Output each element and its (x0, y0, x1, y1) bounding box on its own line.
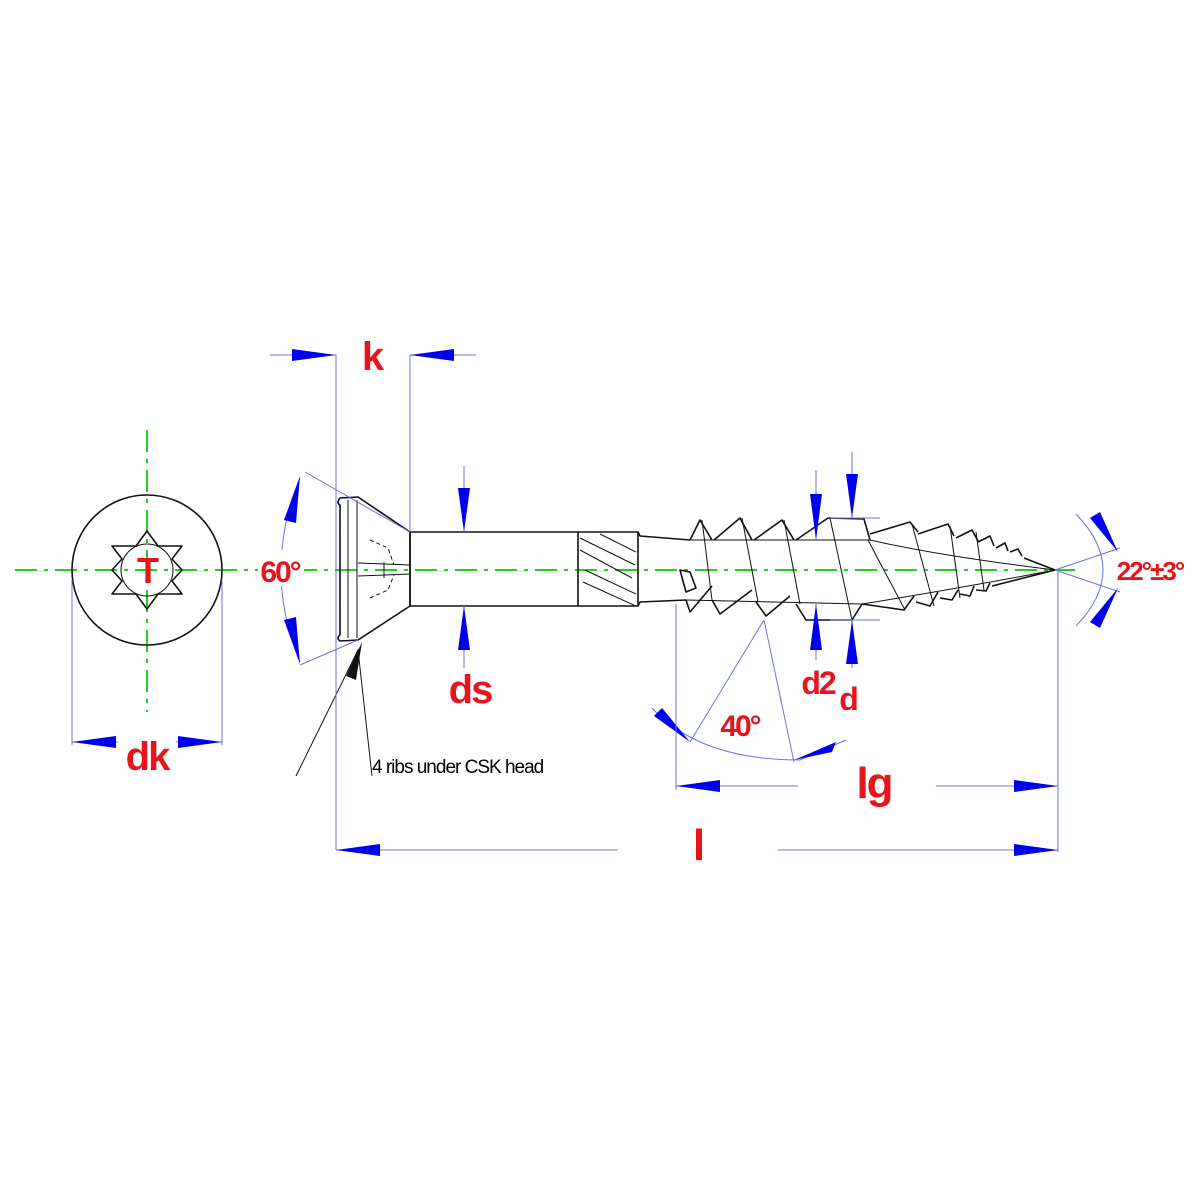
angle-60-label: 60° (260, 556, 300, 589)
dimension-dk: dk (71, 580, 223, 779)
dk-label: dk (126, 735, 171, 779)
cutter-section (578, 531, 691, 607)
ribs-arrow (346, 642, 362, 680)
lg-label: lg (856, 759, 891, 808)
dimension-d: d (830, 452, 880, 717)
dimension-lg: lg (675, 572, 1059, 852)
center-lines (15, 430, 1075, 712)
d-arrow-bottom (846, 620, 858, 664)
lg-arrow-right (1014, 780, 1058, 792)
d-arrow-top (846, 474, 858, 518)
dimension-ds: ds (449, 466, 494, 712)
angle-60-arrow-top (284, 476, 300, 523)
angle-22-arrow-bottom (1090, 588, 1118, 628)
d-label: d (839, 681, 857, 717)
torx-drive-recess (111, 530, 183, 610)
angle-22-arrow-top (1090, 512, 1118, 552)
dk-arrow-left (72, 736, 116, 748)
l-arrow-right (1014, 844, 1058, 856)
dimension-head-angle: 60° (258, 471, 411, 666)
d2-arrow-top (810, 494, 822, 540)
end-view: T (71, 494, 223, 646)
ribs-callout: 4 ribs under CSK head (295, 642, 545, 778)
d2-label: d2 (801, 665, 836, 701)
recess-hidden-line (369, 539, 395, 599)
thread-start (679, 569, 697, 593)
ds-arrow-bottom (458, 606, 470, 650)
cutter-flutes (579, 533, 637, 607)
angle-60-arrow-bottom (284, 617, 300, 664)
dk-arrow-right (178, 736, 222, 748)
ribs-note: 4 ribs under CSK head (372, 757, 544, 778)
angle-22-label: 22°±3° (1117, 556, 1185, 586)
d2-arrow-bottom (810, 604, 822, 650)
screw-side-view (337, 496, 1056, 642)
shank (409, 531, 579, 607)
angle-40-label: 40° (720, 710, 760, 743)
l-arrow-left (336, 844, 380, 856)
dimension-point-angle: 22°±3° (1054, 512, 1188, 628)
lg-arrow-left (676, 780, 720, 792)
l-label: l (693, 821, 703, 870)
angle-40-arrow-right (794, 742, 836, 760)
k-arrow-left (292, 349, 336, 361)
ds-arrow-top (458, 488, 470, 532)
angle-40-arrow-left (654, 708, 690, 742)
head-outer-circle (71, 494, 223, 646)
k-label: k (362, 335, 385, 379)
dimension-thread-angle: 40° (651, 619, 847, 763)
torx-inner-circle (120, 543, 174, 597)
torx-label: T (137, 550, 159, 591)
dimension-d2: d2 (801, 470, 838, 701)
k-arrow-right (410, 349, 454, 361)
dimension-l: l (336, 821, 1058, 870)
thread-crests (679, 517, 1056, 621)
ds-label: ds (449, 668, 492, 712)
